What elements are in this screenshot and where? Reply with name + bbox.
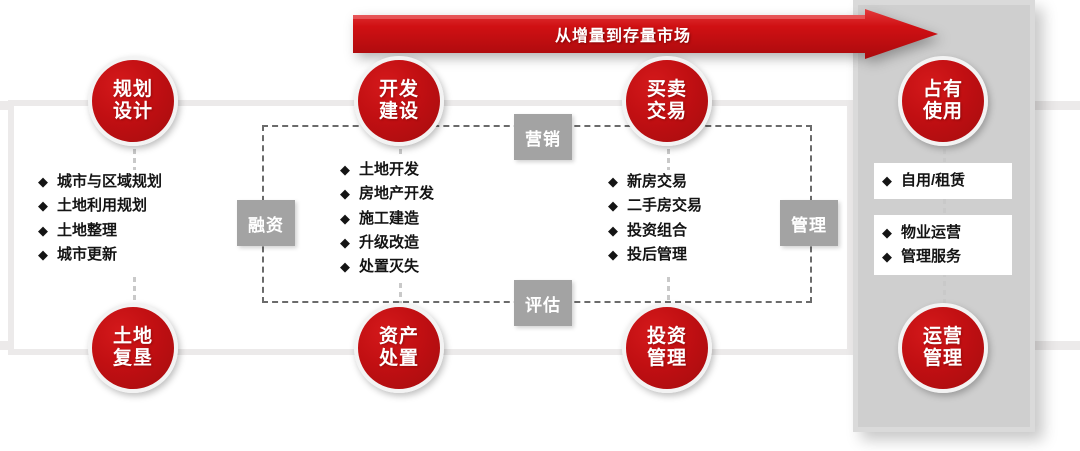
connector-occupy	[943, 140, 946, 162]
bullet-diamond-icon: ◆	[882, 173, 892, 188]
list-item: ◆ 物业运营	[882, 221, 1002, 245]
bullet-diamond-icon: ◆	[340, 210, 350, 226]
bullet-diamond-icon: ◆	[608, 246, 618, 262]
list-item-label: 土地整理	[57, 221, 118, 239]
market-shift-arrow: 从增量到存量市场	[353, 9, 938, 59]
list-item: ◆ 升级改造	[340, 231, 434, 255]
list-item-label: 投资组合	[627, 221, 688, 239]
financing-tag[interactable]: 融资	[237, 200, 295, 246]
bullet-diamond-icon: ◆	[882, 249, 892, 264]
circle-operation-management[interactable]: 运营 管理	[898, 303, 988, 393]
bullet-diamond-icon: ◆	[38, 222, 48, 238]
list-item-label: 土地利用规划	[57, 197, 148, 215]
development-items-list: ◆ 土地开发 ◆ 房地产开发 ◆ 施工建造 ◆ 升级改造 ◆ 处置灭失	[340, 158, 434, 279]
list-item: ◆ 房地产开发	[340, 182, 434, 206]
bullet-diamond-icon: ◆	[38, 174, 48, 189]
list-item-label: 城市与区域规划	[57, 173, 163, 190]
list-item: ◆ 投后管理	[608, 243, 702, 267]
list-item: ◆ 城市与区域规划	[38, 170, 162, 194]
circle-line-2: 建设	[378, 101, 419, 122]
circle-land-reclamation[interactable]: 土地 复垦	[88, 303, 178, 393]
bullet-diamond-icon: ◆	[608, 174, 618, 189]
connector-investment	[667, 277, 670, 309]
circle-line-2: 管理	[922, 348, 963, 369]
list-item: ◆ 二手房交易	[608, 194, 702, 218]
list-item-label: 施工建造	[359, 209, 420, 227]
circle-development-construction[interactable]: 开发 建设	[354, 56, 444, 146]
operation-service-box: ◆ 物业运营 ◆ 管理服务	[874, 215, 1012, 275]
management-tag[interactable]: 管理	[780, 200, 838, 246]
circle-line-1: 开发	[378, 79, 419, 101]
bullet-diamond-icon: ◆	[340, 162, 350, 177]
circle-buy-sell-transaction[interactable]: 买卖 交易	[622, 56, 712, 146]
circle-line-2: 使用	[922, 101, 963, 122]
connector-boxes	[943, 199, 946, 215]
circle-line-1: 投资	[646, 326, 687, 348]
self-use-lease-box: ◆ 自用/租赁	[874, 163, 1012, 199]
list-item: ◆ 新房交易	[608, 170, 702, 194]
connector-disposal	[399, 283, 402, 309]
list-item-label: 房地产开发	[359, 185, 435, 203]
list-item: ◆ 土地开发	[340, 158, 434, 182]
list-item-label: 升级改造	[359, 233, 420, 251]
bullet-diamond-icon: ◆	[38, 246, 48, 262]
list-item-label: 处置灭失	[359, 258, 420, 276]
list-item: ◆ 管理服务	[882, 245, 1002, 269]
connector-operation	[943, 272, 946, 307]
circle-line-1: 运营	[922, 326, 963, 348]
circle-line-1: 规划	[112, 79, 153, 101]
list-item-label: 投后管理	[627, 245, 688, 263]
list-item-label: 土地开发	[359, 161, 420, 178]
circle-asset-disposal[interactable]: 资产 处置	[354, 303, 444, 393]
transaction-items-list: ◆ 新房交易 ◆ 二手房交易 ◆ 投资组合 ◆ 投后管理	[608, 170, 702, 267]
list-item: ◆ 施工建造	[340, 207, 434, 231]
circle-line-1: 占有	[922, 79, 963, 101]
connector-development	[399, 140, 402, 158]
circle-line-2: 交易	[646, 101, 687, 122]
list-item: ◆ 城市更新	[38, 243, 162, 267]
list-item-label: 二手房交易	[627, 197, 703, 215]
circle-line-1: 土地	[112, 326, 153, 348]
bullet-diamond-icon: ◆	[340, 259, 350, 275]
list-item-label: 新房交易	[627, 173, 688, 190]
circle-line-2: 管理	[646, 348, 687, 369]
circle-investment-management[interactable]: 投资 管理	[622, 303, 712, 393]
bullet-diamond-icon: ◆	[608, 222, 618, 238]
list-item: ◆ 投资组合	[608, 219, 702, 243]
connector-transaction	[667, 140, 670, 170]
list-item-label: 物业运营	[901, 224, 962, 241]
circle-line-1: 买卖	[646, 79, 687, 101]
circle-line-1: 资产	[378, 326, 419, 348]
connector-reclamation	[133, 277, 136, 309]
bullet-diamond-icon: ◆	[340, 186, 350, 202]
connector-planning	[133, 140, 136, 170]
circle-occupy-use[interactable]: 占有 使用	[898, 56, 988, 146]
list-item: ◆ 处置灭失	[340, 255, 434, 279]
marketing-tag[interactable]: 营销	[514, 114, 572, 160]
bullet-diamond-icon: ◆	[38, 198, 48, 214]
list-item: ◆ 自用/租赁	[882, 169, 1002, 193]
circle-line-2: 处置	[378, 348, 419, 369]
planning-items-list: ◆ 城市与区域规划 ◆ 土地利用规划 ◆ 土地整理 ◆ 城市更新	[38, 170, 162, 267]
list-item-label: 城市更新	[57, 245, 118, 263]
list-item-label: 自用/租赁	[901, 172, 966, 189]
bullet-diamond-icon: ◆	[340, 234, 350, 250]
bullet-diamond-icon: ◆	[608, 198, 618, 214]
valuation-tag[interactable]: 评估	[514, 280, 572, 326]
circle-line-2: 复垦	[112, 348, 153, 369]
circle-planning-design[interactable]: 规划 设计	[88, 56, 178, 146]
bullet-diamond-icon: ◆	[882, 225, 892, 240]
circle-line-2: 设计	[112, 101, 153, 122]
list-item: ◆ 土地利用规划	[38, 194, 162, 218]
list-item-label: 管理服务	[901, 248, 962, 265]
list-item: ◆ 土地整理	[38, 219, 162, 243]
